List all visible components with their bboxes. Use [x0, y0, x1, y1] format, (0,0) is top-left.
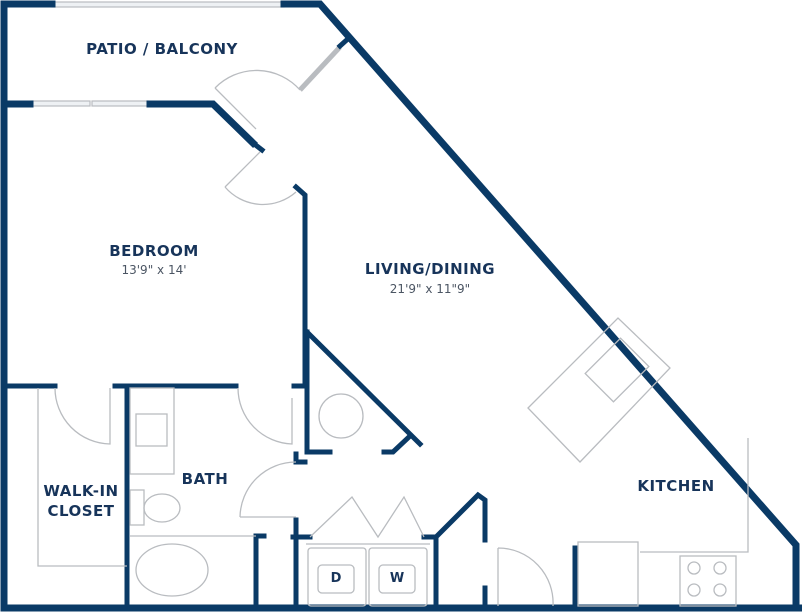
dryer-label: D	[330, 571, 342, 586]
patio-window	[51, 1, 285, 8]
interior-walls	[4, 183, 578, 609]
room-label-living: LIVING/DINING	[364, 260, 496, 278]
room-dimensions-bedroom: 13'9" x 14'	[121, 263, 187, 277]
room-label-bedroom: BEDROOM	[109, 242, 199, 260]
room-dimensions-living: 21'9" x 11"9"	[389, 282, 471, 296]
fixtures	[37, 317, 749, 607]
washer-label: W	[389, 571, 405, 586]
bedroom-window-left	[31, 100, 91, 107]
room-label-closet-line2: CLOSET	[47, 502, 115, 520]
patio-slider-window	[298, 45, 342, 92]
room-label-patio: PATIO / BALCONY	[86, 40, 238, 58]
room-label-bath: BATH	[181, 470, 229, 488]
bedroom-window-right	[91, 100, 149, 107]
room-label-closet-line1: WALK-IN	[43, 482, 119, 500]
doors	[54, 69, 554, 607]
room-label-kitchen: KITCHEN	[637, 477, 715, 495]
